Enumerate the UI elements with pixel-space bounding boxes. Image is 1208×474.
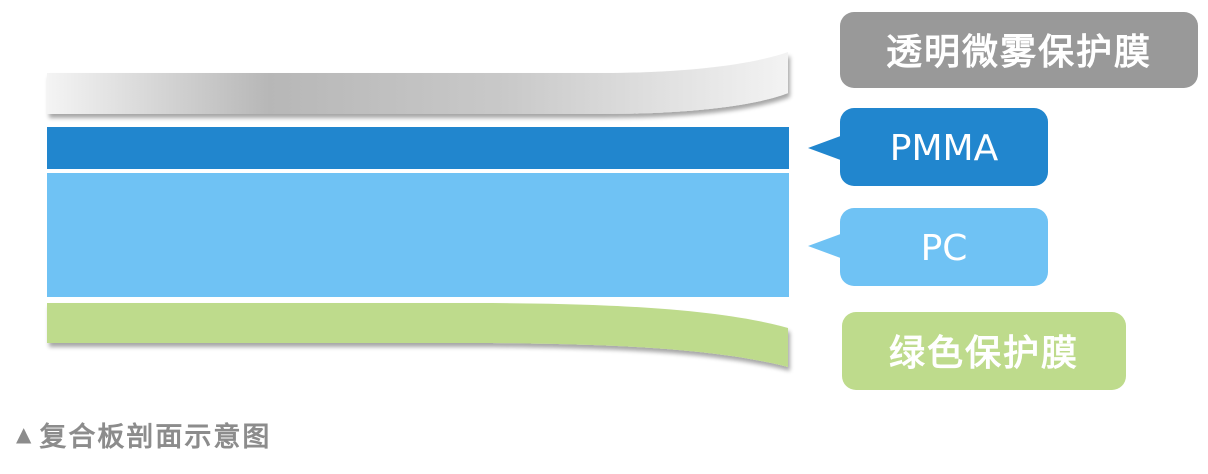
bottom-film-label: 绿色保护膜 — [889, 333, 1079, 374]
bottom-film-callout: 绿色保护膜 — [842, 312, 1126, 390]
pmma-callout-pointer — [808, 134, 846, 162]
pc-layer — [47, 173, 789, 297]
top-film-label: 透明微雾保护膜 — [886, 32, 1152, 73]
pc-callout-pointer — [808, 232, 846, 260]
figure-caption: ▲ 复合板剖面示意图 — [16, 414, 271, 454]
triangle-marker-icon: ▲ — [16, 422, 34, 446]
pmma-label: PMMA — [890, 128, 999, 169]
pmma-layer — [47, 127, 789, 169]
bottom-film-layer — [47, 303, 788, 367]
pmma-callout: PMMA — [808, 108, 1048, 186]
caption-text: 复合板剖面示意图 — [39, 421, 272, 453]
pc-callout: PC — [808, 208, 1048, 286]
pc-label: PC — [921, 228, 968, 269]
top-film-layer — [47, 52, 788, 114]
top-film-callout: 透明微雾保护膜 — [840, 12, 1198, 88]
